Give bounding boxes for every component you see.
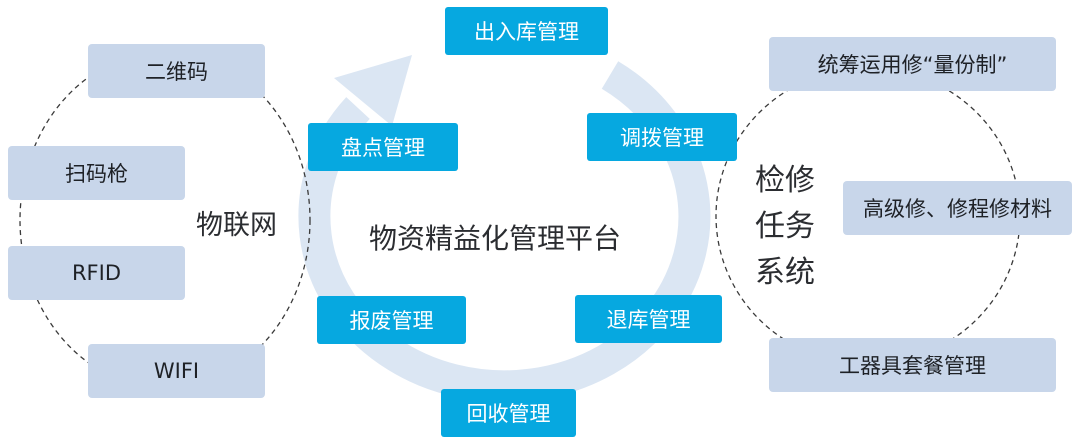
- maintenance-title: 检修 任务 系统: [755, 158, 815, 296]
- iot-item-qrcode: 二维码: [88, 44, 265, 98]
- iot-title: 物联网: [196, 210, 277, 241]
- maintenance-title-line-1: 检修: [755, 163, 815, 198]
- module-recycle: 回收管理: [441, 389, 576, 437]
- module-transfer: 调拨管理: [587, 113, 737, 161]
- module-inventory: 盘点管理: [308, 123, 458, 171]
- module-inbound-outbound: 出入库管理: [445, 7, 608, 55]
- cycle-arrow-ring: [298, 61, 711, 403]
- maintenance-item-advanced-repair: 高级修、修程修材料: [843, 181, 1072, 235]
- cycle-arrow-head: [334, 55, 412, 126]
- platform-title: 物资精益化管理平台: [369, 222, 622, 255]
- iot-item-rfid: RFID: [8, 246, 185, 300]
- iot-item-scanner: 扫码枪: [8, 146, 185, 200]
- maintenance-item-tool-package: 工器具套餐管理: [769, 338, 1056, 392]
- maintenance-item-quota: 统筹运用修“量份制”: [769, 37, 1056, 91]
- module-return: 退库管理: [575, 295, 722, 343]
- module-scrap: 报废管理: [317, 296, 466, 344]
- maintenance-title-line-2: 任务: [755, 209, 815, 244]
- maintenance-title-line-3: 系统: [755, 255, 815, 290]
- iot-item-wifi: WIFI: [88, 344, 265, 398]
